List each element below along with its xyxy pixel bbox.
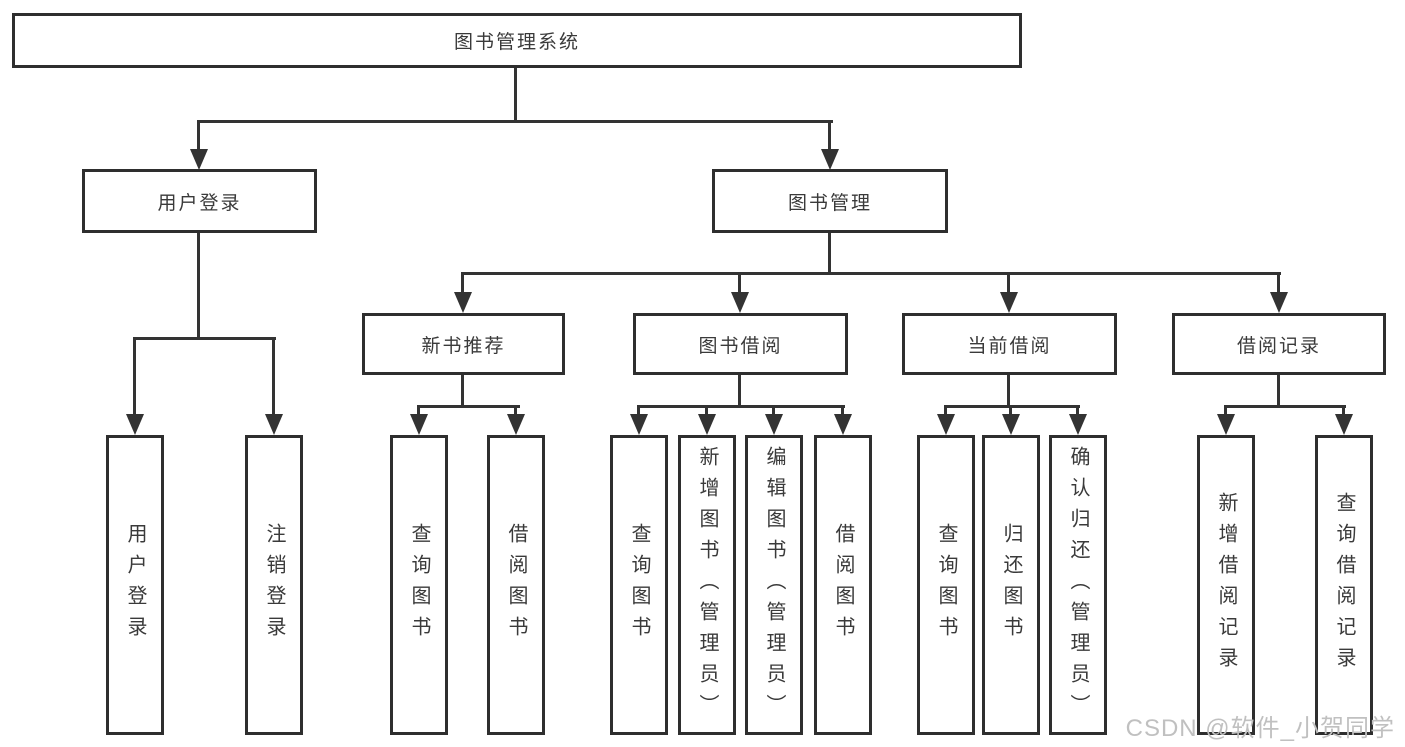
arrow-down-icon bbox=[1217, 414, 1235, 435]
arrow-down-icon bbox=[1069, 414, 1087, 435]
arrow-down-icon bbox=[1000, 292, 1018, 313]
node-book-management: 图书管理 bbox=[712, 169, 948, 233]
connector-drop-leaf bbox=[637, 405, 640, 417]
leaf-current-query-book: 查询图书 bbox=[917, 435, 975, 735]
connector-drop-book-borrow bbox=[738, 272, 741, 294]
leaf-recommend-borrow-book-label: 借阅图书 bbox=[505, 523, 527, 647]
arrow-down-icon bbox=[190, 149, 208, 170]
node-book-borrow: 图书借阅 bbox=[633, 313, 848, 375]
connector-mgmt-stem bbox=[828, 233, 831, 272]
connector-drop-leaf bbox=[841, 405, 844, 417]
leaf-add-borrow-record: 新增借阅记录 bbox=[1197, 435, 1255, 735]
connector-drop-leaf bbox=[705, 405, 708, 417]
arrow-down-icon bbox=[1270, 292, 1288, 313]
arrow-down-icon bbox=[507, 414, 525, 435]
leaf-recommend-borrow-book: 借阅图书 bbox=[487, 435, 545, 735]
connector-drop-leaf bbox=[944, 405, 947, 417]
leaf-edit-book-admin: 编辑图书（管理员） bbox=[745, 435, 803, 735]
connector-recommend-rail bbox=[417, 405, 520, 408]
leaf-logout: 注销登录 bbox=[245, 435, 303, 735]
leaf-borrow-book-label: 借阅图书 bbox=[832, 523, 854, 647]
leaf-return-book-label: 归还图书 bbox=[1000, 523, 1022, 647]
arrow-down-icon bbox=[937, 414, 955, 435]
arrow-down-icon bbox=[126, 414, 144, 435]
leaf-add-book-admin-label: 新增图书（管理员） bbox=[696, 445, 718, 725]
leaf-query-borrow-record: 查询借阅记录 bbox=[1315, 435, 1373, 735]
csdn-watermark: CSDN @软件_小贺同学 bbox=[1125, 715, 1395, 742]
arrow-down-icon bbox=[454, 292, 472, 313]
connector-records-rail bbox=[1224, 405, 1346, 408]
node-new-book-recommend-label: 新书推荐 bbox=[421, 335, 506, 357]
connector-root-stem bbox=[514, 68, 517, 120]
connector-current-stem bbox=[1007, 375, 1010, 405]
node-current-borrow-label: 当前借阅 bbox=[967, 335, 1052, 357]
node-user-login-label: 用户登录 bbox=[157, 192, 242, 214]
arrow-down-icon bbox=[1335, 414, 1353, 435]
leaf-borrow-query-book-label: 查询图书 bbox=[628, 523, 650, 647]
leaf-logout-label: 注销登录 bbox=[263, 523, 285, 647]
leaf-current-query-book-label: 查询图书 bbox=[935, 523, 957, 647]
connector-drop-leaf-user-login bbox=[133, 337, 136, 416]
arrow-down-icon bbox=[765, 414, 783, 435]
connector-drop-user-login bbox=[197, 120, 200, 151]
connector-drop-leaf bbox=[1342, 405, 1345, 417]
connector-mgmt-rail bbox=[461, 272, 1281, 275]
leaf-query-borrow-record-label: 查询借阅记录 bbox=[1333, 492, 1355, 678]
leaf-edit-book-admin-label: 编辑图书（管理员） bbox=[763, 445, 785, 725]
arrow-down-icon bbox=[731, 292, 749, 313]
leaf-user-login-label: 用户登录 bbox=[124, 523, 146, 647]
leaf-borrow-book: 借阅图书 bbox=[814, 435, 872, 735]
node-borrow-records-label: 借阅记录 bbox=[1236, 335, 1321, 357]
arrow-down-icon bbox=[410, 414, 428, 435]
connector-current-rail bbox=[944, 405, 1080, 408]
node-book-borrow-label: 图书借阅 bbox=[698, 335, 783, 357]
node-user-login: 用户登录 bbox=[82, 169, 317, 233]
arrow-down-icon bbox=[698, 414, 716, 435]
connector-borrow-stem bbox=[738, 375, 741, 405]
connector-drop-leaf bbox=[772, 405, 775, 417]
connector-root-rail bbox=[197, 120, 833, 123]
connector-drop-leaf bbox=[514, 405, 517, 417]
node-root-label: 图书管理系统 bbox=[453, 32, 580, 53]
leaf-add-book-admin: 新增图书（管理员） bbox=[678, 435, 736, 735]
connector-borrow-rail bbox=[637, 405, 845, 408]
arrow-down-icon bbox=[834, 414, 852, 435]
leaf-user-login: 用户登录 bbox=[106, 435, 164, 735]
leaf-recommend-query-book-label: 查询图书 bbox=[408, 523, 430, 647]
connector-drop-leaf bbox=[1076, 405, 1079, 417]
leaf-recommend-query-book: 查询图书 bbox=[390, 435, 448, 735]
arrow-down-icon bbox=[265, 414, 283, 435]
connector-drop-leaf bbox=[417, 405, 420, 417]
connector-drop-leaf bbox=[1224, 405, 1227, 417]
connector-recommend-stem bbox=[461, 375, 464, 405]
connector-records-stem bbox=[1277, 375, 1280, 405]
node-root: 图书管理系统 bbox=[12, 13, 1022, 68]
arrow-down-icon bbox=[821, 149, 839, 170]
node-new-book-recommend: 新书推荐 bbox=[362, 313, 565, 375]
connector-drop-current-borrow bbox=[1007, 272, 1010, 294]
connector-login-rail bbox=[133, 337, 276, 340]
connector-drop-leaf bbox=[1009, 405, 1012, 417]
leaf-borrow-query-book: 查询图书 bbox=[610, 435, 668, 735]
connector-drop-leaf-logout bbox=[272, 337, 275, 416]
connector-drop-new-book-recommend bbox=[461, 272, 464, 294]
arrow-down-icon bbox=[1002, 414, 1020, 435]
node-book-management-label: 图书管理 bbox=[787, 192, 872, 214]
leaf-add-borrow-record-label: 新增借阅记录 bbox=[1215, 492, 1237, 678]
arrow-down-icon bbox=[630, 414, 648, 435]
connector-login-stem bbox=[197, 233, 200, 337]
connector-drop-borrow-records bbox=[1277, 272, 1280, 294]
leaf-confirm-return-admin: 确认归还（管理员） bbox=[1049, 435, 1107, 735]
leaf-confirm-return-admin-label: 确认归还（管理员） bbox=[1067, 445, 1089, 725]
leaf-return-book: 归还图书 bbox=[982, 435, 1040, 735]
connector-drop-book-management bbox=[828, 120, 831, 151]
node-borrow-records: 借阅记录 bbox=[1172, 313, 1386, 375]
node-current-borrow: 当前借阅 bbox=[902, 313, 1117, 375]
